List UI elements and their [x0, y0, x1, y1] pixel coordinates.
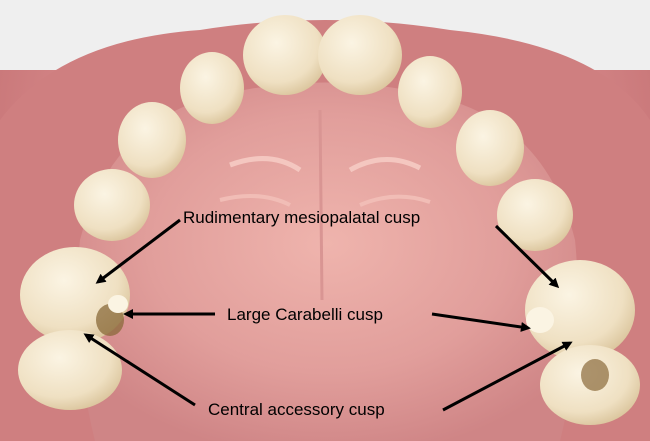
- tooth-canine: [456, 110, 524, 186]
- left-carabelli-cusp: [108, 295, 128, 313]
- tooth-premolar: [497, 179, 573, 251]
- arrow-central-left: [83, 333, 196, 407]
- tooth-canine: [118, 102, 186, 178]
- palatal-rugae: [219, 194, 291, 207]
- tooth-lateral-incisor: [180, 52, 244, 124]
- tooth-central-incisor: [243, 15, 327, 95]
- palatal-rugae: [348, 157, 422, 173]
- palate: [77, 82, 578, 441]
- tooth-second-molar: [18, 330, 122, 410]
- midline-raphe: [318, 109, 324, 301]
- label-rudimentary-mesiopalatal-cusp: Rudimentary mesiopalatal cusp: [183, 208, 421, 227]
- label-large-carabelli-cusp: Large Carabelli cusp: [227, 305, 383, 324]
- tooth-lateral-incisor: [398, 56, 462, 128]
- arrow-rudimentary-left: [95, 218, 181, 284]
- right-molar-stain: [581, 359, 609, 391]
- label-central-accessory-cusp: Central accessory cusp: [208, 400, 385, 419]
- tooth-premolar: [74, 169, 150, 241]
- arrow-rudimentary-right: [494, 224, 560, 289]
- arrow-carabelli-right: [431, 312, 531, 332]
- arrow-central-right: [442, 341, 573, 412]
- palatal-rugae: [359, 194, 431, 207]
- tooth-central-incisor: [318, 15, 402, 95]
- palatal-rugae: [229, 156, 302, 173]
- right-carabelli-cusp: [526, 307, 554, 333]
